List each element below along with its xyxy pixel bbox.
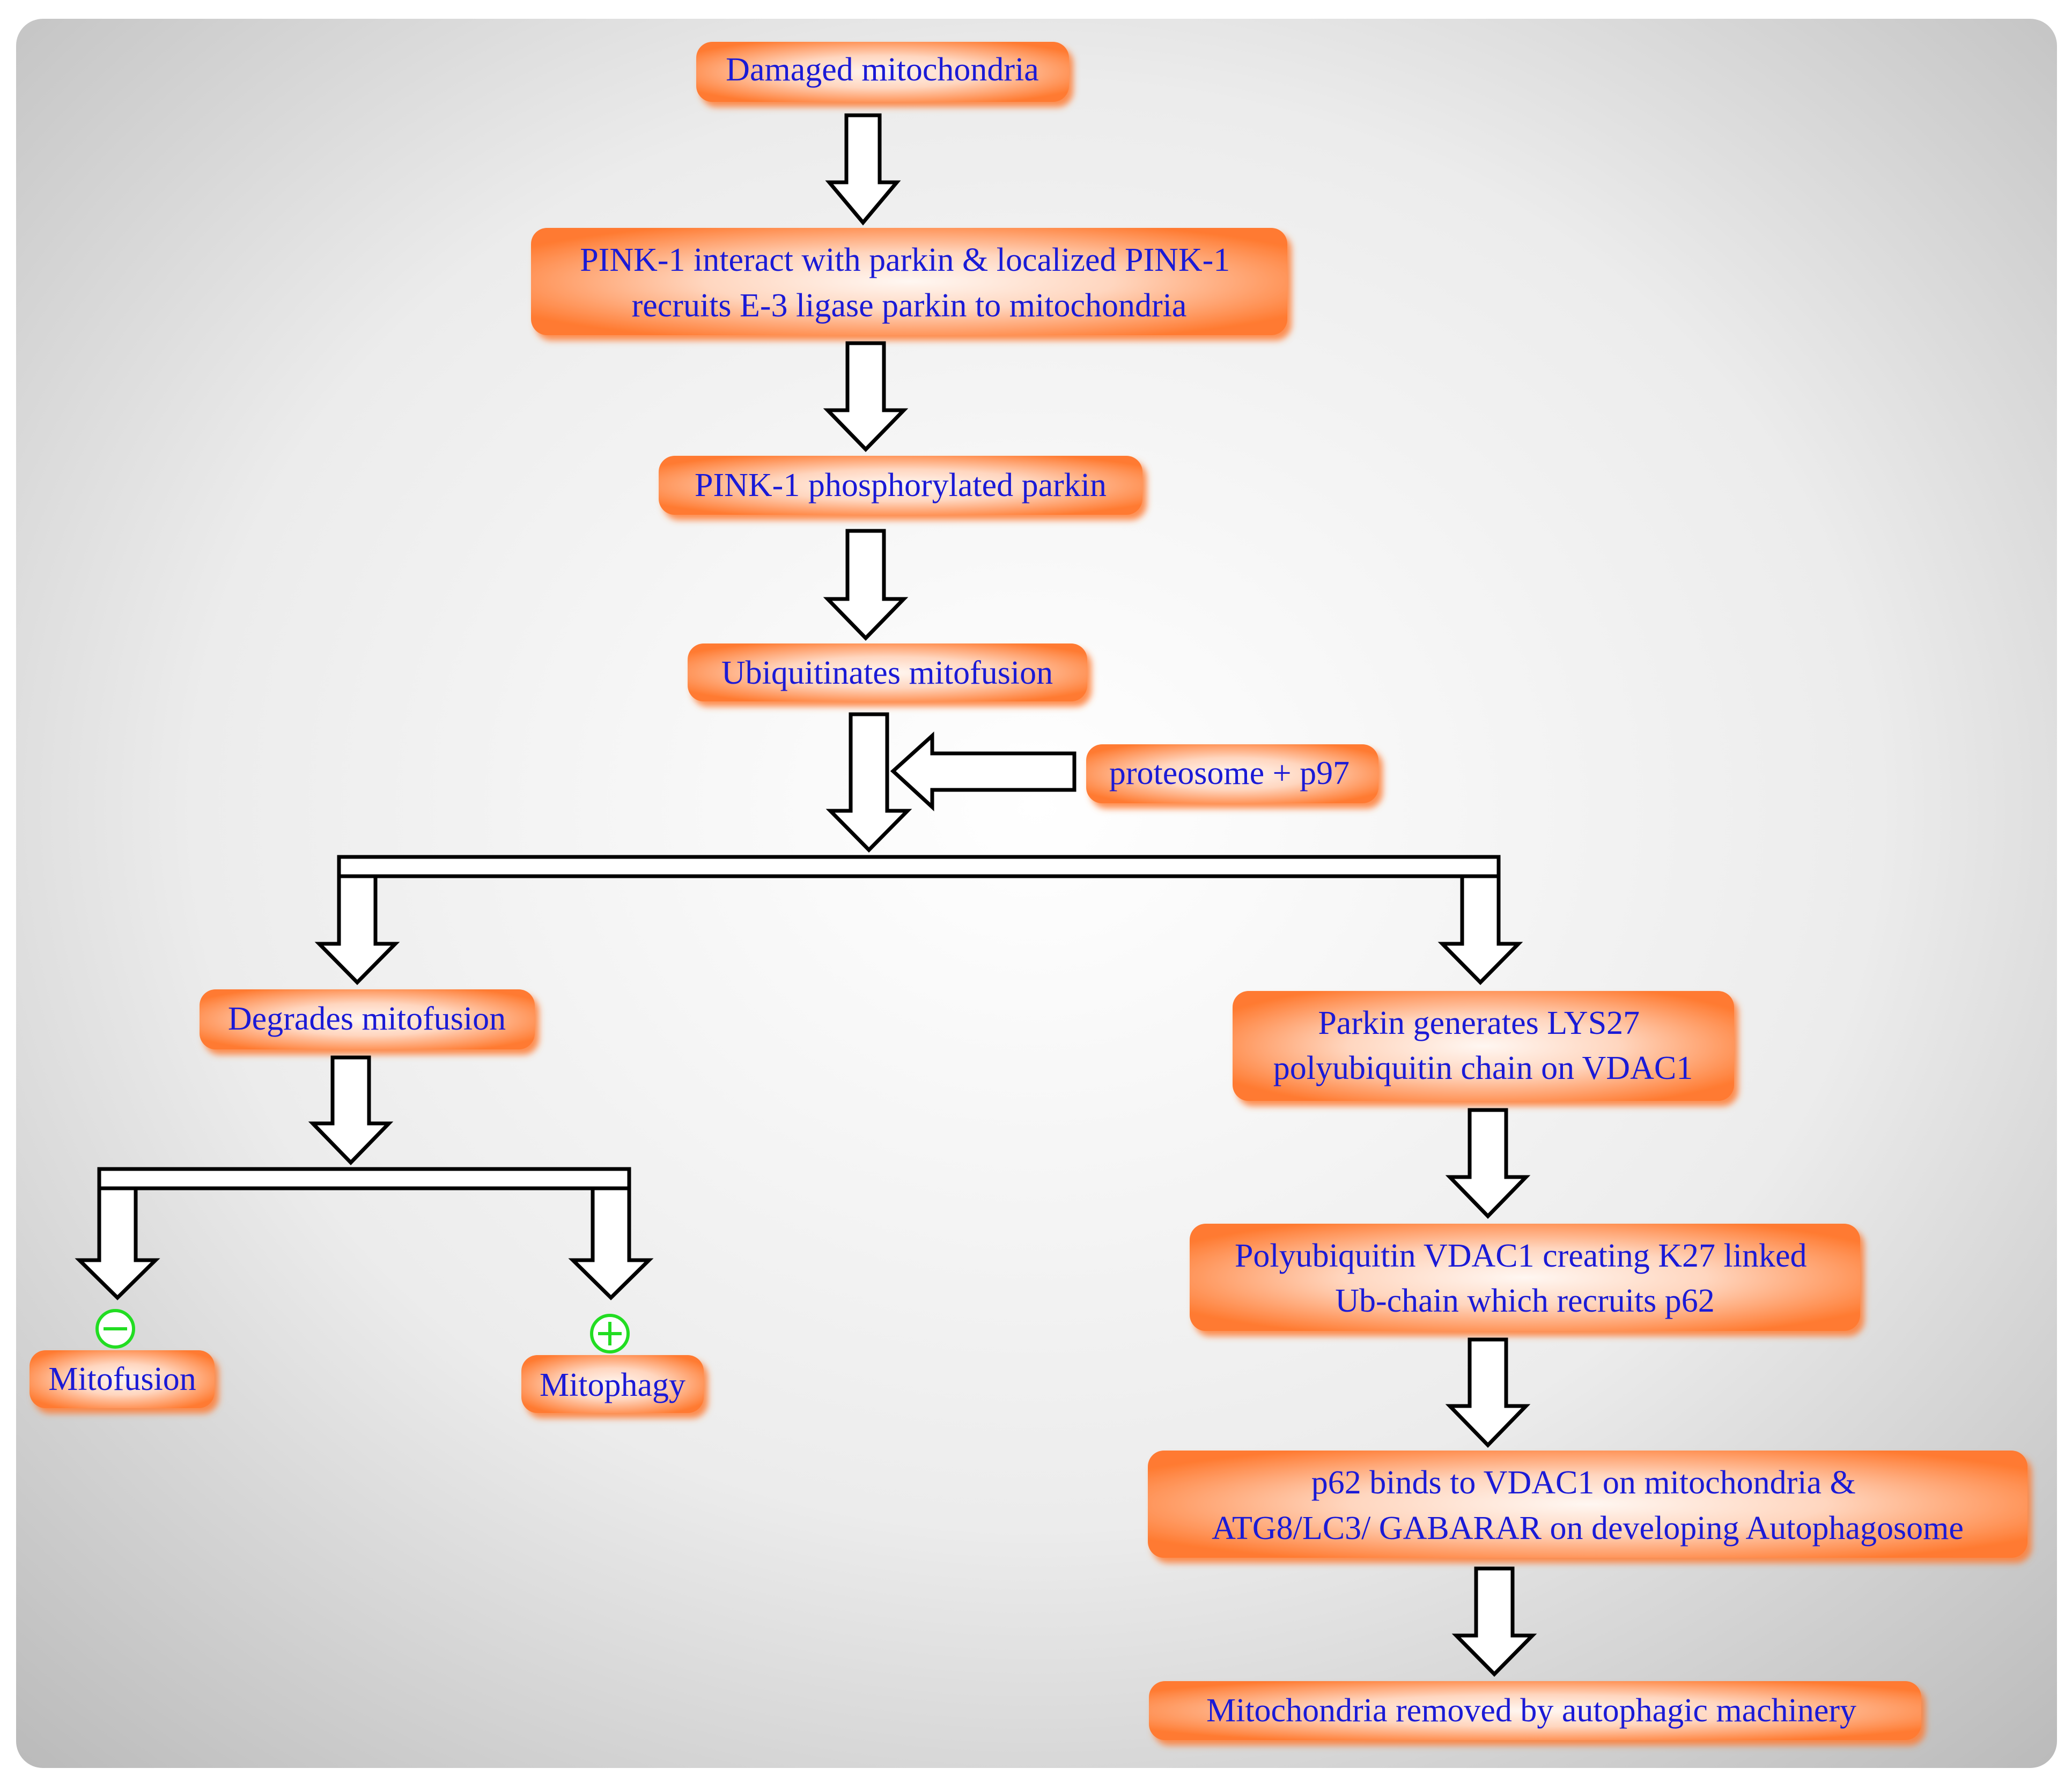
node-line: Degrades mitofusion (228, 1001, 506, 1037)
svg-text:Damaged mitochondria: Damaged mitochondria (726, 51, 1039, 88)
svg-text:proteosome + p97: proteosome + p97 (1109, 755, 1350, 791)
node-mitophagy: Mitophagy (521, 1355, 704, 1413)
node-degrades-mitofusion: Degrades mitofusion (200, 989, 535, 1049)
arrow-down (568, 1186, 654, 1300)
svg-text:Polyubiquitin VDAC1 creating K: Polyubiquitin VDAC1 creating K27 linked … (1235, 1238, 1815, 1319)
node-line: ATG8/LC3/ GABARAR on developing Autophag… (1212, 1510, 1964, 1547)
node-polyubiquitin-vdac1: Polyubiquitin VDAC1 creating K27 linked … (1190, 1224, 1860, 1331)
svg-text:p62 binds to VDAC1 on mitochon: p62 binds to VDAC1 on mitochondria & ATG… (1212, 1464, 1964, 1547)
arrow-down (1437, 874, 1523, 985)
node-line: proteosome + p97 (1109, 755, 1350, 791)
node-mitochondria-removed: Mitochondria removed by autophagic machi… (1149, 1681, 1921, 1740)
branch-bar (337, 855, 1501, 878)
svg-text:PINK-1 phosphorylated parkin: PINK-1 phosphorylated parkin (695, 467, 1107, 504)
node-pink1-phosphorylated-parkin: PINK-1 phosphorylated parkin (659, 456, 1142, 515)
negative-sign-icon (95, 1309, 135, 1349)
svg-text:PINK-1 interact with parkin &: PINK-1 interact with parkin & localized … (580, 242, 1238, 324)
positive-sign-icon (590, 1314, 630, 1353)
node-line: PINK-1 phosphorylated parkin (695, 467, 1107, 504)
arrow-down (825, 712, 912, 853)
arrow-down (823, 529, 909, 641)
svg-text:Mitochondria removed by autoph: Mitochondria removed by autophagic machi… (1206, 1692, 1856, 1729)
node-line: Damaged mitochondria (726, 51, 1039, 88)
node-parkin-lys27: Parkin generates LYS27 polyubiquitin cha… (1233, 991, 1734, 1101)
node-line: Parkin generates LYS27 (1318, 1005, 1640, 1041)
node-line: Mitofusion (48, 1361, 196, 1397)
node-line: p62 binds to VDAC1 on mitochondria & (1311, 1464, 1856, 1501)
arrow-down (1451, 1566, 1537, 1677)
svg-text:Mitophagy: Mitophagy (540, 1367, 685, 1403)
arrow-left (890, 731, 1076, 811)
node-line: Ub-chain which recruits p62 (1335, 1283, 1715, 1319)
svg-text:Ubiquitinates mitofusion: Ubiquitinates mitofusion (721, 655, 1053, 691)
branch-bar (97, 1167, 631, 1190)
node-proteosome-p97: proteosome + p97 (1086, 744, 1378, 803)
node-line: Mitochondria removed by autophagic machi… (1206, 1692, 1856, 1729)
node-pink1-interact: PINK-1 interact with parkin & localized … (531, 228, 1287, 335)
arrow-down (314, 874, 400, 985)
arrow-down (825, 113, 901, 226)
node-line: recruits E-3 ligase parkin to mitochondr… (632, 287, 1187, 324)
node-ubiquitinates-mitofusion: Ubiquitinates mitofusion (688, 643, 1087, 701)
node-line: Polyubiquitin VDAC1 creating K27 linked (1235, 1238, 1807, 1274)
node-line: Mitophagy (540, 1367, 685, 1403)
svg-text:Parkin generates LYS27 p: Parkin generates LYS27 polyubiquitin cha… (1273, 1005, 1693, 1086)
arrow-down (1445, 1108, 1531, 1219)
svg-text:Degrades mitofusion: Degrades mitofusion (228, 1001, 506, 1037)
node-p62-binds: p62 binds to VDAC1 on mitochondria & ATG… (1148, 1451, 2027, 1558)
node-damaged-mitochondria: Damaged mitochondria (696, 42, 1069, 102)
node-line: PINK-1 interact with parkin & localized … (580, 242, 1230, 278)
node-mitofusion: Mitofusion (30, 1350, 215, 1408)
arrow-down (1445, 1337, 1531, 1448)
node-line: polyubiquitin chain on VDAC1 (1273, 1050, 1693, 1086)
arrow-down (823, 341, 909, 453)
arrow-down (75, 1186, 160, 1300)
node-line: Ubiquitinates mitofusion (721, 655, 1053, 691)
arrow-down (308, 1055, 394, 1166)
svg-text:Mitofusion: Mitofusion (48, 1361, 196, 1397)
